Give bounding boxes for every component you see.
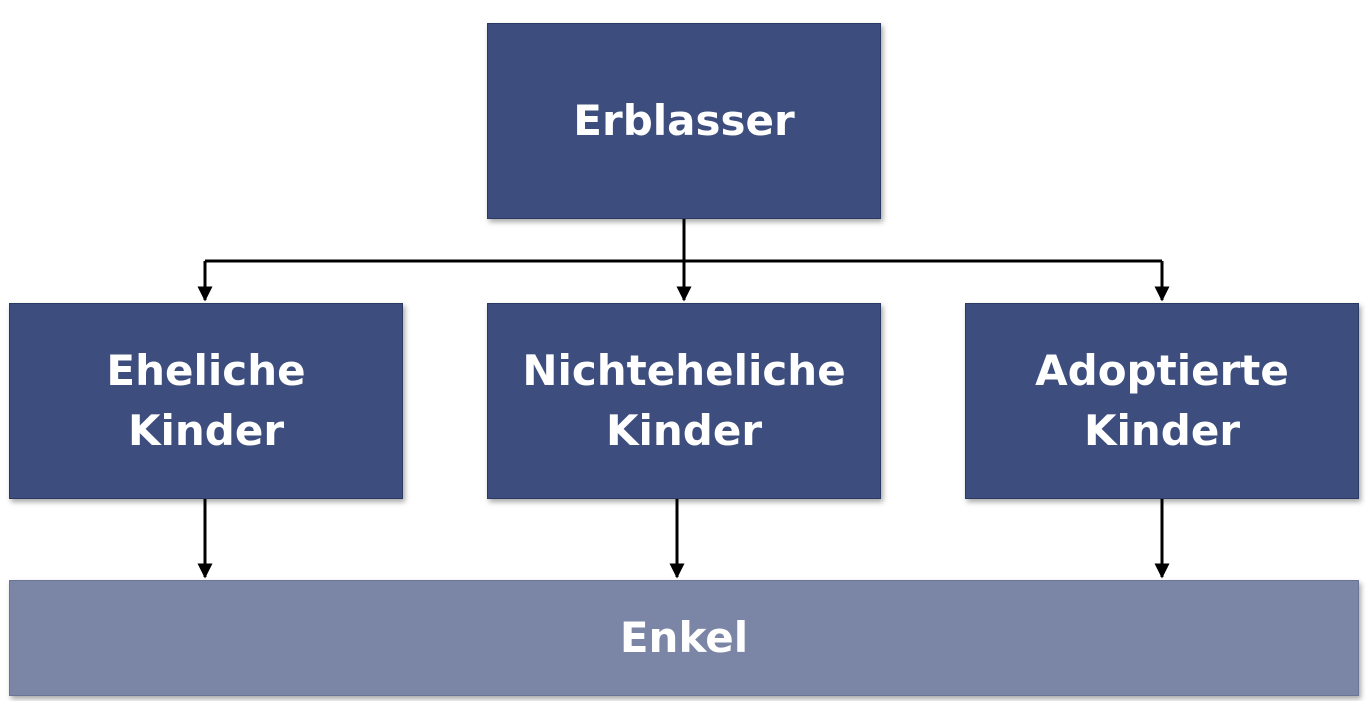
node-eheliche-kinder-line1: Eheliche	[106, 346, 306, 395]
node-nichteheliche-kinder-line2: Kinder	[605, 406, 763, 455]
node-nichteheliche-kinder-line1: Nichteheliche	[522, 346, 846, 395]
node-adoptierte-kinder: Adoptierte Kinder	[965, 303, 1359, 499]
node-enkel: Enkel	[9, 580, 1359, 696]
node-enkel-label: Enkel	[619, 613, 749, 662]
node-adoptierte-kinder-line2: Kinder	[1083, 406, 1241, 455]
node-erblasser: Erblasser	[487, 23, 881, 219]
node-adoptierte-kinder-line1: Adoptierte	[1035, 346, 1289, 395]
node-erblasser-label: Erblasser	[573, 96, 795, 145]
node-nichteheliche-kinder: Nichteheliche Kinder	[487, 303, 881, 499]
node-eheliche-kinder-line2: Kinder	[127, 406, 285, 455]
node-eheliche-kinder: Eheliche Kinder	[9, 303, 403, 499]
